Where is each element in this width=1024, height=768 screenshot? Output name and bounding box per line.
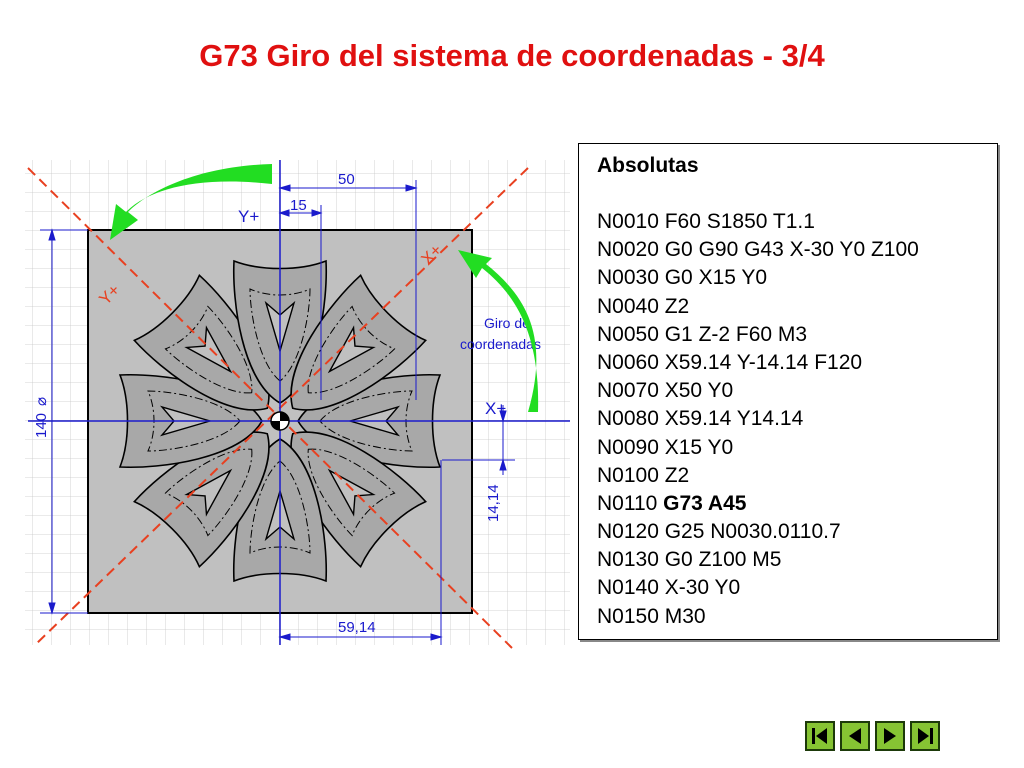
- dim-50-label: 50: [338, 171, 355, 188]
- code-line: N0050 G1 Z-2 F60 M3: [597, 322, 808, 346]
- rotation-note-line2: coordenadas: [460, 336, 541, 352]
- rotation-arrow-right: [458, 250, 539, 412]
- rotation-note-line1: Giro de: [484, 315, 530, 331]
- first-slide-button[interactable]: [805, 721, 835, 751]
- code-line: N0030 G0 X15 Y0: [597, 266, 768, 290]
- dim-59-label: 59,14: [338, 619, 376, 636]
- code-line: N0090 X15 Y0: [597, 435, 734, 459]
- last-icon: [918, 728, 933, 744]
- navigation-bar: [805, 721, 940, 751]
- previous-icon: [849, 728, 861, 744]
- previous-slide-button[interactable]: [840, 721, 870, 751]
- code-line: N0020 G0 G90 G43 X-30 Y0 Z100: [597, 238, 919, 262]
- last-slide-button[interactable]: [910, 721, 940, 751]
- rotated-axis-diagonal-2: [34, 167, 529, 646]
- code-line: N0080 X59.14 Y14.14: [597, 407, 804, 431]
- first-icon: [812, 728, 827, 744]
- code-line: N0070 X50 Y0: [597, 379, 734, 403]
- rotation-arrow-top: [110, 164, 272, 240]
- code-line: N0150 M30: [597, 604, 706, 628]
- next-slide-button[interactable]: [875, 721, 905, 751]
- petal-pocket: [290, 431, 427, 568]
- code-line: N0140 X-30 Y0: [597, 576, 741, 600]
- x-plus-label: X+: [485, 399, 506, 418]
- code-line: N0130 G0 Z100 M5: [597, 548, 782, 572]
- code-line: N0110 G73 A45: [597, 491, 747, 515]
- rotated-axis-diagonal-1: [27, 167, 513, 649]
- code-line: N0100 Z2: [597, 463, 690, 487]
- code-line: N0010 F60 S1850 T1.1: [597, 210, 815, 233]
- dim-140-label: 140: [33, 413, 50, 438]
- dim-14-label: 14,14: [485, 484, 502, 522]
- next-icon: [884, 728, 896, 744]
- y-plus-label: Y+: [238, 207, 259, 226]
- dim-15-label: 15: [290, 197, 307, 214]
- diameter-symbol: ⌀: [33, 397, 50, 406]
- cnc-drawing: 50 15 59,14 140 ⌀ 14,14 Y+ X+ X+ Y+ Giro…: [25, 160, 570, 649]
- page-title: G73 Giro del sistema de coordenadas - 3/…: [199, 38, 825, 73]
- code-line: N0060 X59.14 Y-14.14 F120: [597, 350, 863, 374]
- petal-pocket: [290, 274, 427, 411]
- code-line: N0120 G25 N0030.0110.7: [597, 520, 841, 544]
- code-heading: Absolutas: [597, 154, 699, 177]
- code-line: N0040 Z2: [597, 294, 690, 318]
